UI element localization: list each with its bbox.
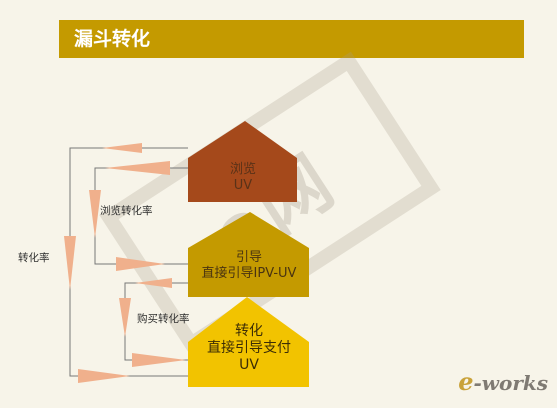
arrows xyxy=(64,143,186,383)
logo-text: -works xyxy=(473,371,548,395)
arrow-buy-left xyxy=(119,298,131,337)
eworks-logo: e-works xyxy=(458,367,548,396)
stage-convert-shape xyxy=(188,297,309,387)
stage-browse-label: 浏览 UV xyxy=(190,162,296,194)
stage-guide-line-2: 直接引导IPV-UV xyxy=(201,266,297,281)
stage-browse-line-1: 浏览 xyxy=(229,162,256,177)
stage-guide-label: 引导 直接引导IPV-UV xyxy=(190,250,308,282)
arrow-buy-top xyxy=(135,278,172,288)
stage-guide-line-1: 引导 xyxy=(235,250,262,265)
stage-convert-label: 转化 直接引导支付 UV xyxy=(190,323,308,374)
logo-e-mark: e xyxy=(458,367,474,396)
stage-browse-shape xyxy=(188,121,297,202)
title-bar: 漏斗转化 xyxy=(59,20,524,58)
stage-convert-line-2: 直接引导支付 xyxy=(207,340,291,356)
stage-convert-line-1: 转化 xyxy=(235,323,263,339)
stage-guide-shape xyxy=(188,212,309,297)
arrow-browse-top xyxy=(105,161,170,175)
arrow-browse-left xyxy=(89,190,101,238)
total-rate-label: 转化率 xyxy=(18,252,50,264)
browse-rate-label: 浏览转化率 xyxy=(100,205,153,217)
page-title: 漏斗转化 xyxy=(74,28,151,50)
arrow-outer-top xyxy=(102,143,142,153)
arrow-browse-bottom xyxy=(116,257,165,271)
arrow-buy-bottom xyxy=(132,353,186,367)
buy-rate-label: 购买转化率 xyxy=(137,313,190,325)
arrow-outer-left xyxy=(64,236,76,290)
stage-convert-line-3: UV xyxy=(239,357,259,373)
arrow-outer-bottom xyxy=(78,369,130,383)
stage-browse-line-2: UV xyxy=(233,178,253,193)
